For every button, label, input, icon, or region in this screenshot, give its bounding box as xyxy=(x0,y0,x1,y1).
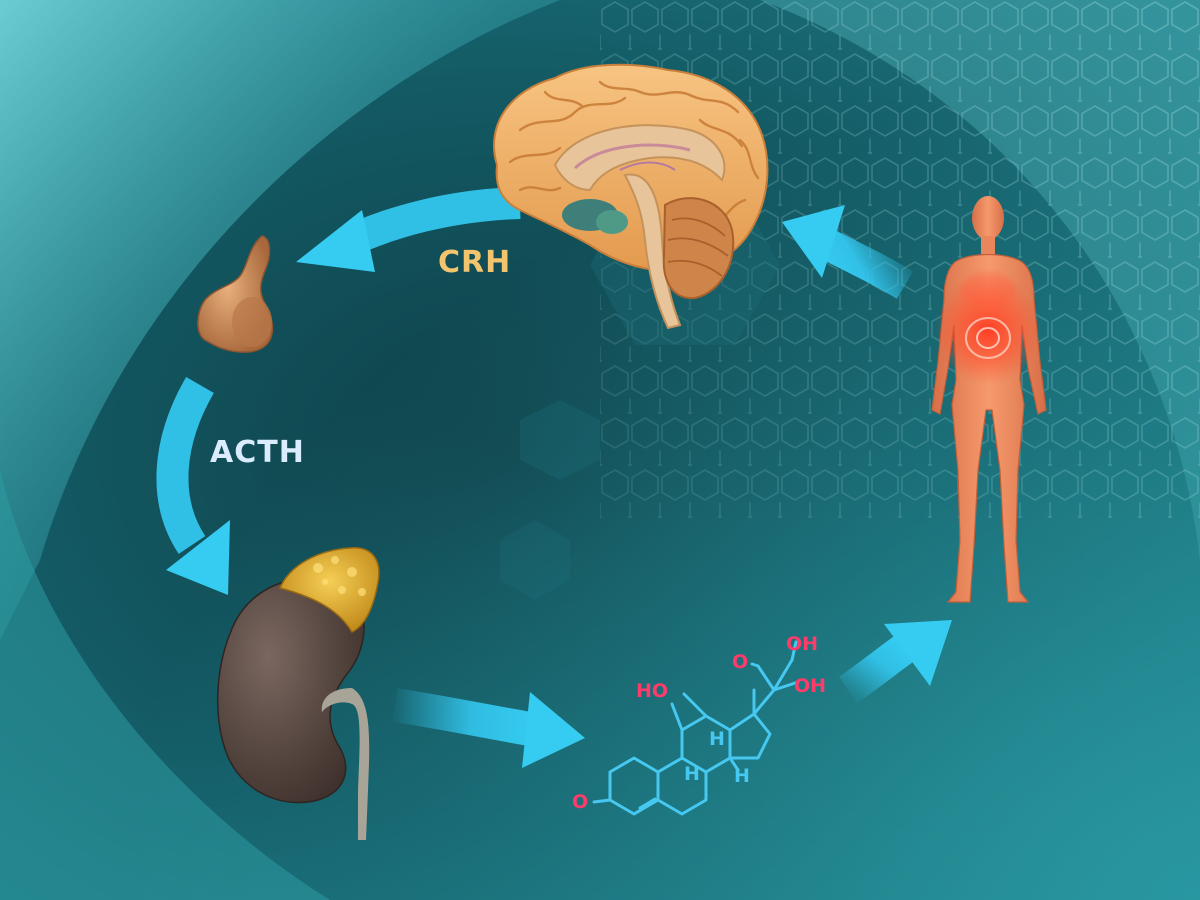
crh-label: CRH xyxy=(438,245,511,280)
atom-o-bottom: O xyxy=(572,791,588,813)
atom-h-2: H xyxy=(709,728,725,750)
kidney-icon xyxy=(216,577,370,840)
atom-o-keto-top: O xyxy=(732,651,748,673)
atom-oh-right: OH xyxy=(794,675,826,697)
atom-h-3: H xyxy=(734,765,750,787)
human-body-icon xyxy=(931,196,1047,603)
arrow-adrenal-to-cortisol xyxy=(392,688,585,768)
atom-h-1: H xyxy=(684,763,700,785)
brain-icon xyxy=(493,63,769,330)
arrow-body-to-brain xyxy=(782,205,914,299)
pituitary-gland-icon xyxy=(197,235,274,353)
atom-oh-top: OH xyxy=(786,633,818,655)
atom-ho-left: HO xyxy=(636,680,668,702)
arrow-brain-to-pituitary xyxy=(296,187,521,272)
cortisol-molecule-icon: HO O OH OH O H H H xyxy=(572,633,826,816)
acth-label: ACTH xyxy=(210,435,305,470)
arrow-pituitary-to-adrenal xyxy=(156,376,230,595)
arrow-cortisol-to-body xyxy=(838,620,952,704)
adrenal-gland-icon xyxy=(278,547,380,633)
